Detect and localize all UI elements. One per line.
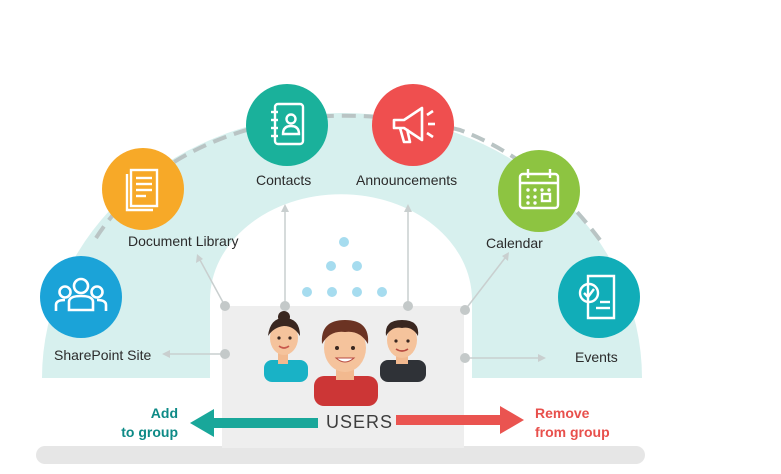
calendar-node (498, 150, 580, 232)
add-line-1: Add (150, 405, 178, 421)
connector-dots (220, 301, 470, 363)
add-arrow (190, 409, 318, 437)
people-group-icon (54, 277, 108, 312)
contacts-node (246, 84, 328, 166)
connector-arrowheads (162, 204, 546, 362)
remove-from-group-label: Remove from group (535, 404, 635, 442)
label-contacts: Contacts (256, 172, 312, 188)
label-announcements: Announcements (356, 172, 458, 188)
address-book-icon (271, 102, 305, 146)
base-bar (36, 446, 645, 464)
remove-line-2: from group (535, 424, 610, 440)
label-sharepoint-site: SharePoint Site (54, 347, 152, 363)
announcements-node (372, 84, 454, 166)
add-to-group-label: Add to group (100, 404, 178, 442)
add-line-2: to group (121, 424, 178, 440)
avatar-woman (264, 311, 308, 382)
dot-pyramid (302, 237, 387, 297)
megaphone-icon (392, 106, 435, 144)
calendar-icon (518, 169, 560, 210)
remove-line-1: Remove (535, 405, 590, 421)
document-icon (125, 168, 159, 212)
document-library-node (102, 148, 184, 230)
label-document-library: Document Library (128, 233, 239, 249)
sharepoint-site-node (40, 256, 122, 338)
events-node (558, 256, 640, 338)
connectors (168, 210, 540, 359)
avatar-man-right (380, 320, 426, 382)
remove-arrow (396, 406, 524, 434)
checklist-icon (578, 274, 616, 320)
label-calendar: Calendar (486, 235, 543, 251)
label-events: Events (575, 349, 618, 365)
users-label: USERS (326, 412, 394, 432)
avatar-man-center (314, 320, 378, 406)
